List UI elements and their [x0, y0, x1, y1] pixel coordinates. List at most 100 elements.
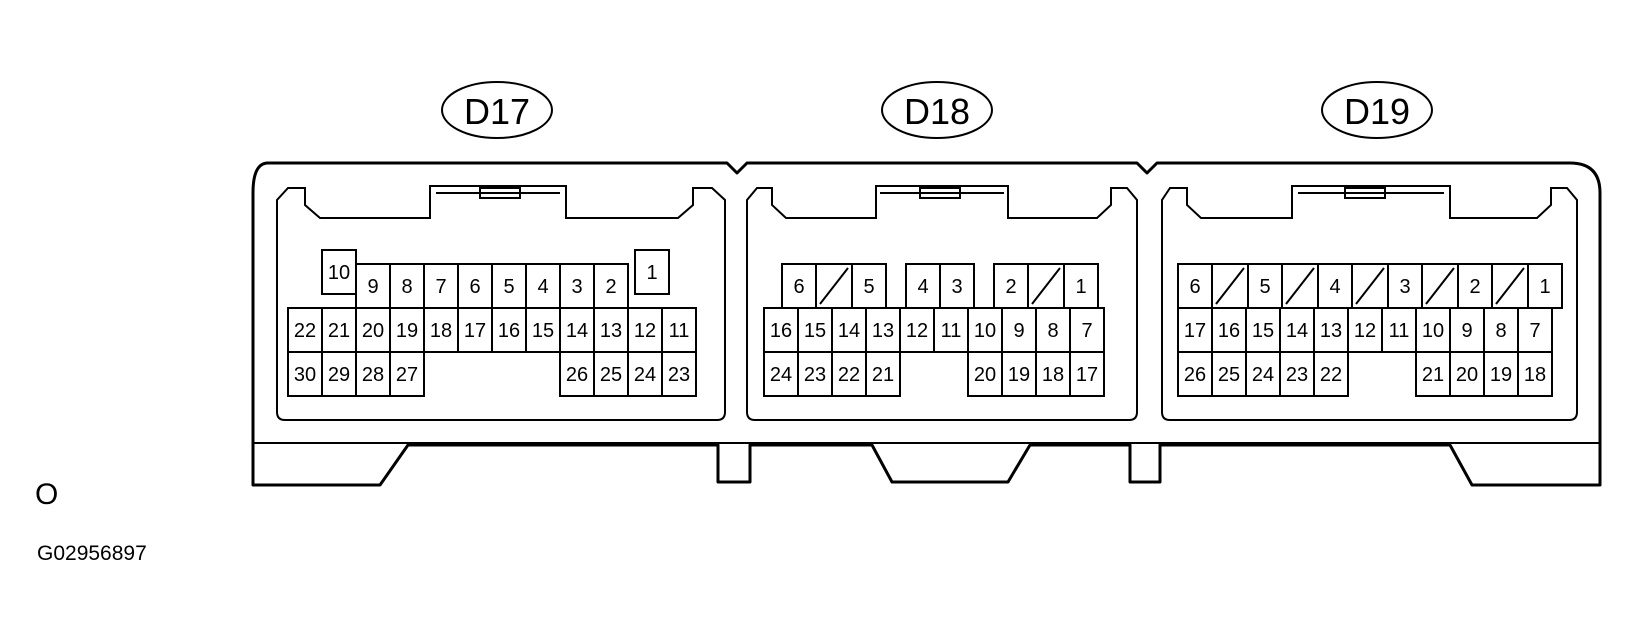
blocked-cavity-slash: [1215, 267, 1245, 305]
view-letter: O: [35, 478, 59, 511]
d19-pin-number: 16: [1218, 320, 1240, 342]
d17-pin-number: 27: [396, 364, 418, 386]
d18-pin-number: 9: [1013, 320, 1024, 342]
d17-pin-number: 4: [537, 276, 548, 298]
d19-pin-number: 15: [1252, 320, 1274, 342]
d17-pin-number: 19: [396, 320, 418, 342]
d17-pin-number: 30: [294, 364, 316, 386]
d18-label-oval: [881, 81, 993, 139]
d17-pin-number: 28: [362, 364, 384, 386]
d18-pin-number: 11: [941, 320, 962, 342]
d19-pin-cavity: [1517, 351, 1553, 397]
d17-pin-number: 22: [294, 320, 316, 342]
d19-pin-cavity: [1177, 351, 1213, 397]
d17-pin-number: 1: [646, 262, 657, 284]
d19-pin-number: 17: [1184, 320, 1206, 342]
d18-pin-number: 16: [770, 320, 792, 342]
d18-pin-cavity: [1069, 351, 1105, 397]
d17-pin-number: 24: [634, 364, 656, 386]
d19-pin-number: 21: [1422, 364, 1444, 386]
d17-pin-number: 20: [362, 320, 384, 342]
blocked-cavity-slash: [1285, 267, 1315, 305]
d19-pin-number: 25: [1218, 364, 1240, 386]
d19-pin-cavity: [1483, 307, 1519, 353]
d18-pin-number: 19: [1008, 364, 1030, 386]
blocked-cavity-markers: [815, 263, 1529, 309]
d19-pin-number: 20: [1456, 364, 1478, 386]
d19-inner-frame: [1161, 185, 1578, 421]
d18-pin-cavity: [831, 351, 867, 397]
d19-pin-number: 24: [1252, 364, 1274, 386]
d17-pin-number: 21: [328, 320, 350, 342]
d19-pin-cavity: [1415, 307, 1451, 353]
d17-pin-number: 29: [328, 364, 350, 386]
d18-pin-number: 21: [872, 364, 894, 386]
d17-pin-cavity: [491, 263, 527, 309]
d18-pin-cavity: [865, 351, 901, 397]
d18-pin-number: 17: [1076, 364, 1098, 386]
d18-pin-number: 15: [804, 320, 826, 342]
d19-pin-number: 13: [1320, 320, 1342, 342]
blocked-cavity-slash: [1031, 267, 1061, 305]
d17-pin-number: 3: [571, 276, 582, 298]
d18-pin-cavity: [933, 307, 969, 353]
blocked-cavity-slash: [1495, 267, 1525, 305]
d17-pin-number: 26: [566, 364, 588, 386]
d17-pin-cavity: [593, 351, 629, 397]
d17-pin-cavity: [389, 307, 425, 353]
d18-pin-number: 3: [951, 276, 962, 298]
d17-pin-cavity: [321, 307, 357, 353]
d17-pin-cavity: [321, 249, 357, 295]
d18-pin-number: 12: [906, 320, 928, 342]
d19-pin-cavity: [1313, 351, 1349, 397]
d18-pin-number: 22: [838, 364, 860, 386]
d17-pin-cavity: [525, 307, 561, 353]
d17-pin-number: 23: [668, 364, 690, 386]
d18-pin-number: 20: [974, 364, 996, 386]
d18-pin-number: 2: [1005, 276, 1016, 298]
d19-pin-number: 26: [1184, 364, 1206, 386]
d19-pin-number: 7: [1529, 320, 1540, 342]
d18-label: D18: [904, 91, 970, 132]
d19-pin-cavity: [1483, 351, 1519, 397]
d18-pin-cavity: [967, 351, 1003, 397]
d19-pin-number: 2: [1469, 276, 1480, 298]
d19-pin-number: 10: [1422, 320, 1444, 342]
d19-pin-cavity: [1247, 263, 1283, 309]
d18-pin-number: 1: [1075, 276, 1086, 298]
d18-pin-number: 14: [838, 320, 860, 342]
d18-pin-cavity: [1063, 263, 1099, 309]
d17-pin-cavity: [661, 351, 697, 397]
d18-pin-cavity: [905, 263, 941, 309]
d18-pin-cavity: [1035, 351, 1071, 397]
d19-pin-number: 6: [1189, 276, 1200, 298]
d17-pin-number: 13: [600, 320, 622, 342]
blocked-cavity-slash: [1425, 267, 1455, 305]
d17-pin-cavity: [559, 263, 595, 309]
d19-pin-number: 22: [1320, 364, 1342, 386]
d17-pin-cavity: [287, 351, 323, 397]
d19-pin-number: 9: [1461, 320, 1472, 342]
d19-pin-number: 1: [1539, 276, 1550, 298]
d18-pin-number: 6: [793, 276, 804, 298]
d19-pin-cavity: [1279, 307, 1315, 353]
d17-pin-number: 14: [566, 320, 588, 342]
d17-pin-cavity: [661, 307, 697, 353]
d19-pin-number: 12: [1354, 320, 1376, 342]
d19-pin-cavity: [1415, 351, 1451, 397]
d18-pin-number: 4: [917, 276, 928, 298]
d17-pin-number: 6: [469, 276, 480, 298]
d18-pin-cavity: [763, 351, 799, 397]
d19-pin-cavity: [1449, 351, 1485, 397]
d17-pin-number: 10: [328, 262, 350, 284]
d18-pin-cavity: [1001, 351, 1037, 397]
d17-label: D17: [464, 91, 530, 132]
d17-pin-cavity: [389, 351, 425, 397]
d18-pin-number: 13: [872, 320, 894, 342]
connector-housing-outline: [251, 161, 1602, 487]
d17-pin-number: 2: [605, 276, 616, 298]
d19-label: D19: [1344, 91, 1410, 132]
